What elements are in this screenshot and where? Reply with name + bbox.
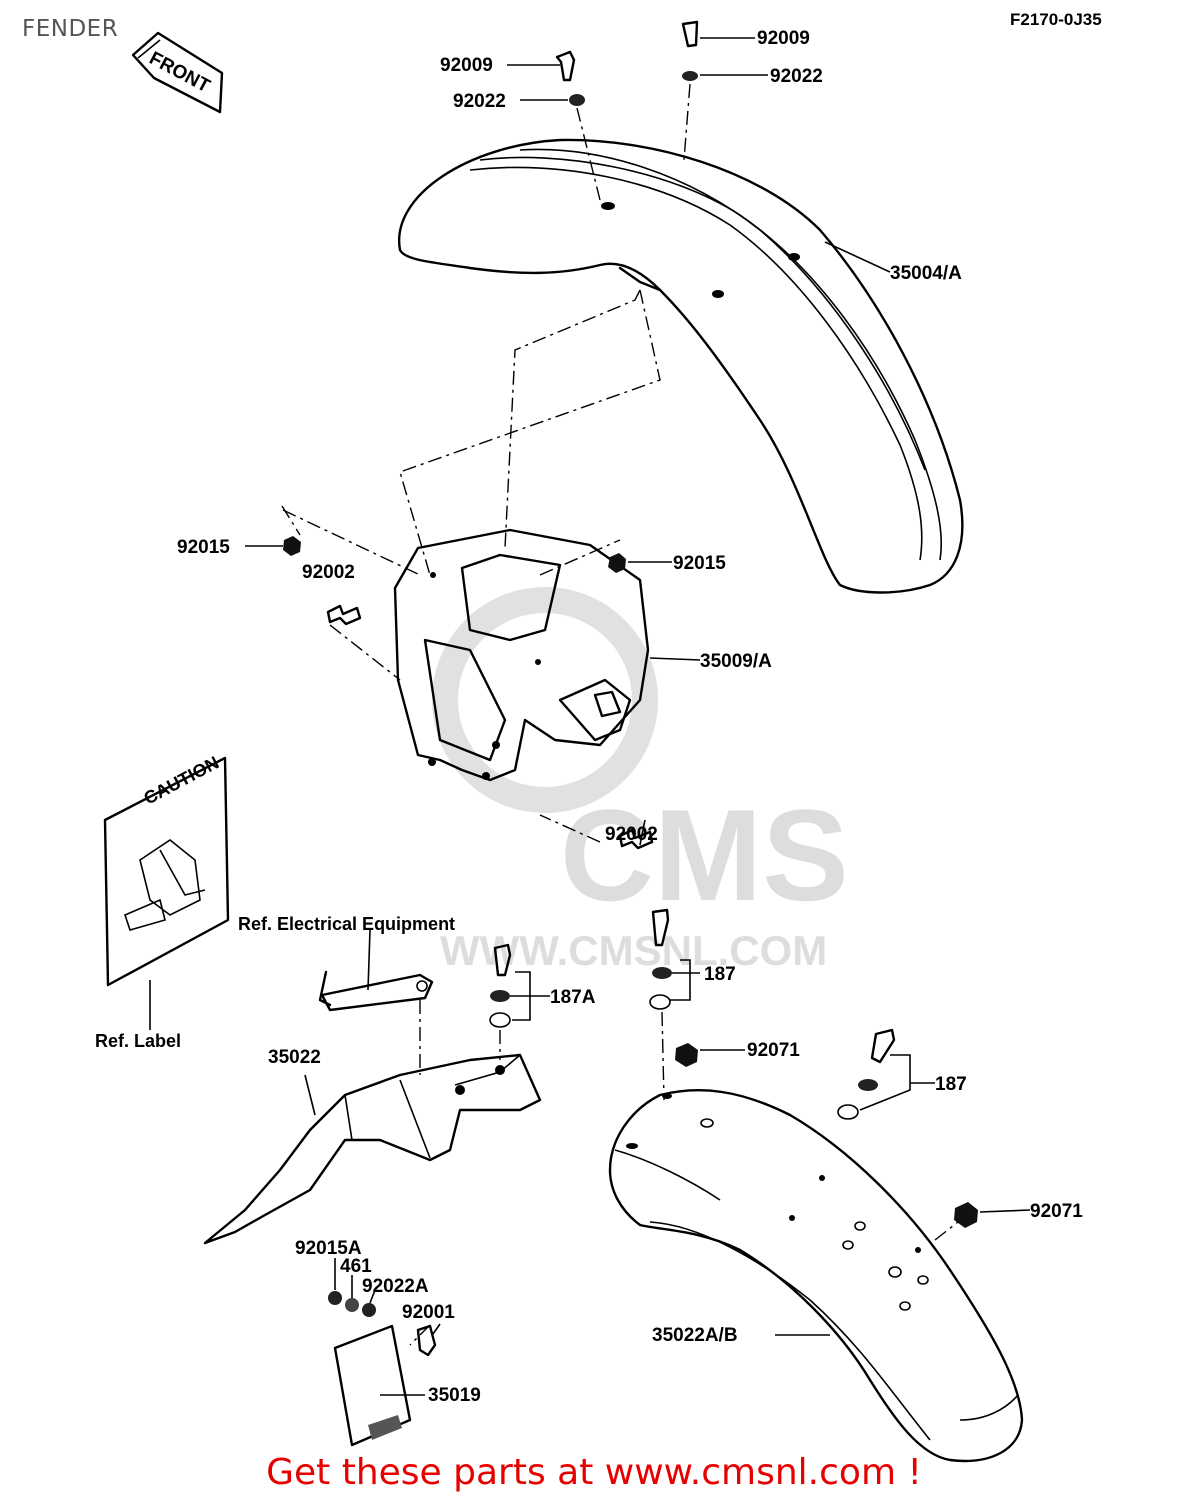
part-label: 35004/A bbox=[890, 263, 962, 284]
part-label: 92015A bbox=[295, 1238, 362, 1259]
part-label: 35022 bbox=[268, 1047, 321, 1068]
part-label: 92022A bbox=[362, 1276, 429, 1297]
part-label: 92022 bbox=[770, 66, 823, 87]
front-fender-35004 bbox=[397, 138, 964, 594]
front-direction-sign: FRONT bbox=[131, 31, 224, 114]
part-label: 35009/A bbox=[700, 651, 772, 672]
assembly-guide-lines bbox=[281, 83, 959, 1346]
part-label: 187 bbox=[704, 964, 736, 985]
ref-electrical-equipment: Ref. Electrical Equipment bbox=[238, 914, 455, 934]
promo-link-text[interactable]: Get these parts at www.cmsnl.com ! bbox=[266, 1452, 922, 1493]
part-label: 35019 bbox=[428, 1385, 481, 1406]
plate-35019 bbox=[333, 1324, 412, 1447]
part-label: 461 bbox=[340, 1256, 372, 1277]
caution-label-sticker: CAUTION bbox=[103, 752, 230, 987]
watermark: CMS WWW.CMSNL.COM bbox=[432, 587, 849, 974]
caution-text: CAUTION bbox=[140, 752, 222, 808]
rear-fender-35022ab bbox=[608, 1088, 1024, 1463]
part-label: 92002 bbox=[302, 562, 355, 583]
part-label: 92022 bbox=[453, 91, 506, 112]
part-label: 187A bbox=[550, 987, 596, 1008]
reference-labels: Ref. Electrical Equipment Ref. Label bbox=[95, 914, 455, 1051]
part-label: 92009 bbox=[757, 28, 810, 49]
part-label: 92015 bbox=[673, 553, 726, 574]
part-label: 187 bbox=[935, 1074, 967, 1095]
diagram-code: F2170-0J35 bbox=[1010, 10, 1102, 29]
part-label: 92001 bbox=[402, 1302, 455, 1323]
part-label: 92071 bbox=[747, 1040, 800, 1061]
page-title: FENDER bbox=[22, 16, 119, 42]
part-label: 92071 bbox=[1030, 1201, 1083, 1222]
part-label: 92002 bbox=[605, 824, 658, 845]
ref-label: Ref. Label bbox=[95, 1031, 181, 1051]
part-label: 92009 bbox=[440, 55, 493, 76]
electrical-bracket bbox=[318, 970, 434, 1012]
hardware bbox=[283, 20, 978, 1357]
part-label: 35022A/B bbox=[652, 1325, 738, 1346]
part-label: 92015 bbox=[177, 537, 230, 558]
leader-lines bbox=[149, 37, 1031, 1396]
fender-bracket-35009 bbox=[393, 528, 650, 782]
inner-fender-35022 bbox=[203, 1053, 542, 1245]
part-labels: 92009 92022 92009 92022 35004/A 92015 92… bbox=[177, 28, 1083, 1406]
watermark-brand: CMS bbox=[560, 782, 849, 928]
watermark-url: WWW.CMSNL.COM bbox=[440, 927, 827, 974]
